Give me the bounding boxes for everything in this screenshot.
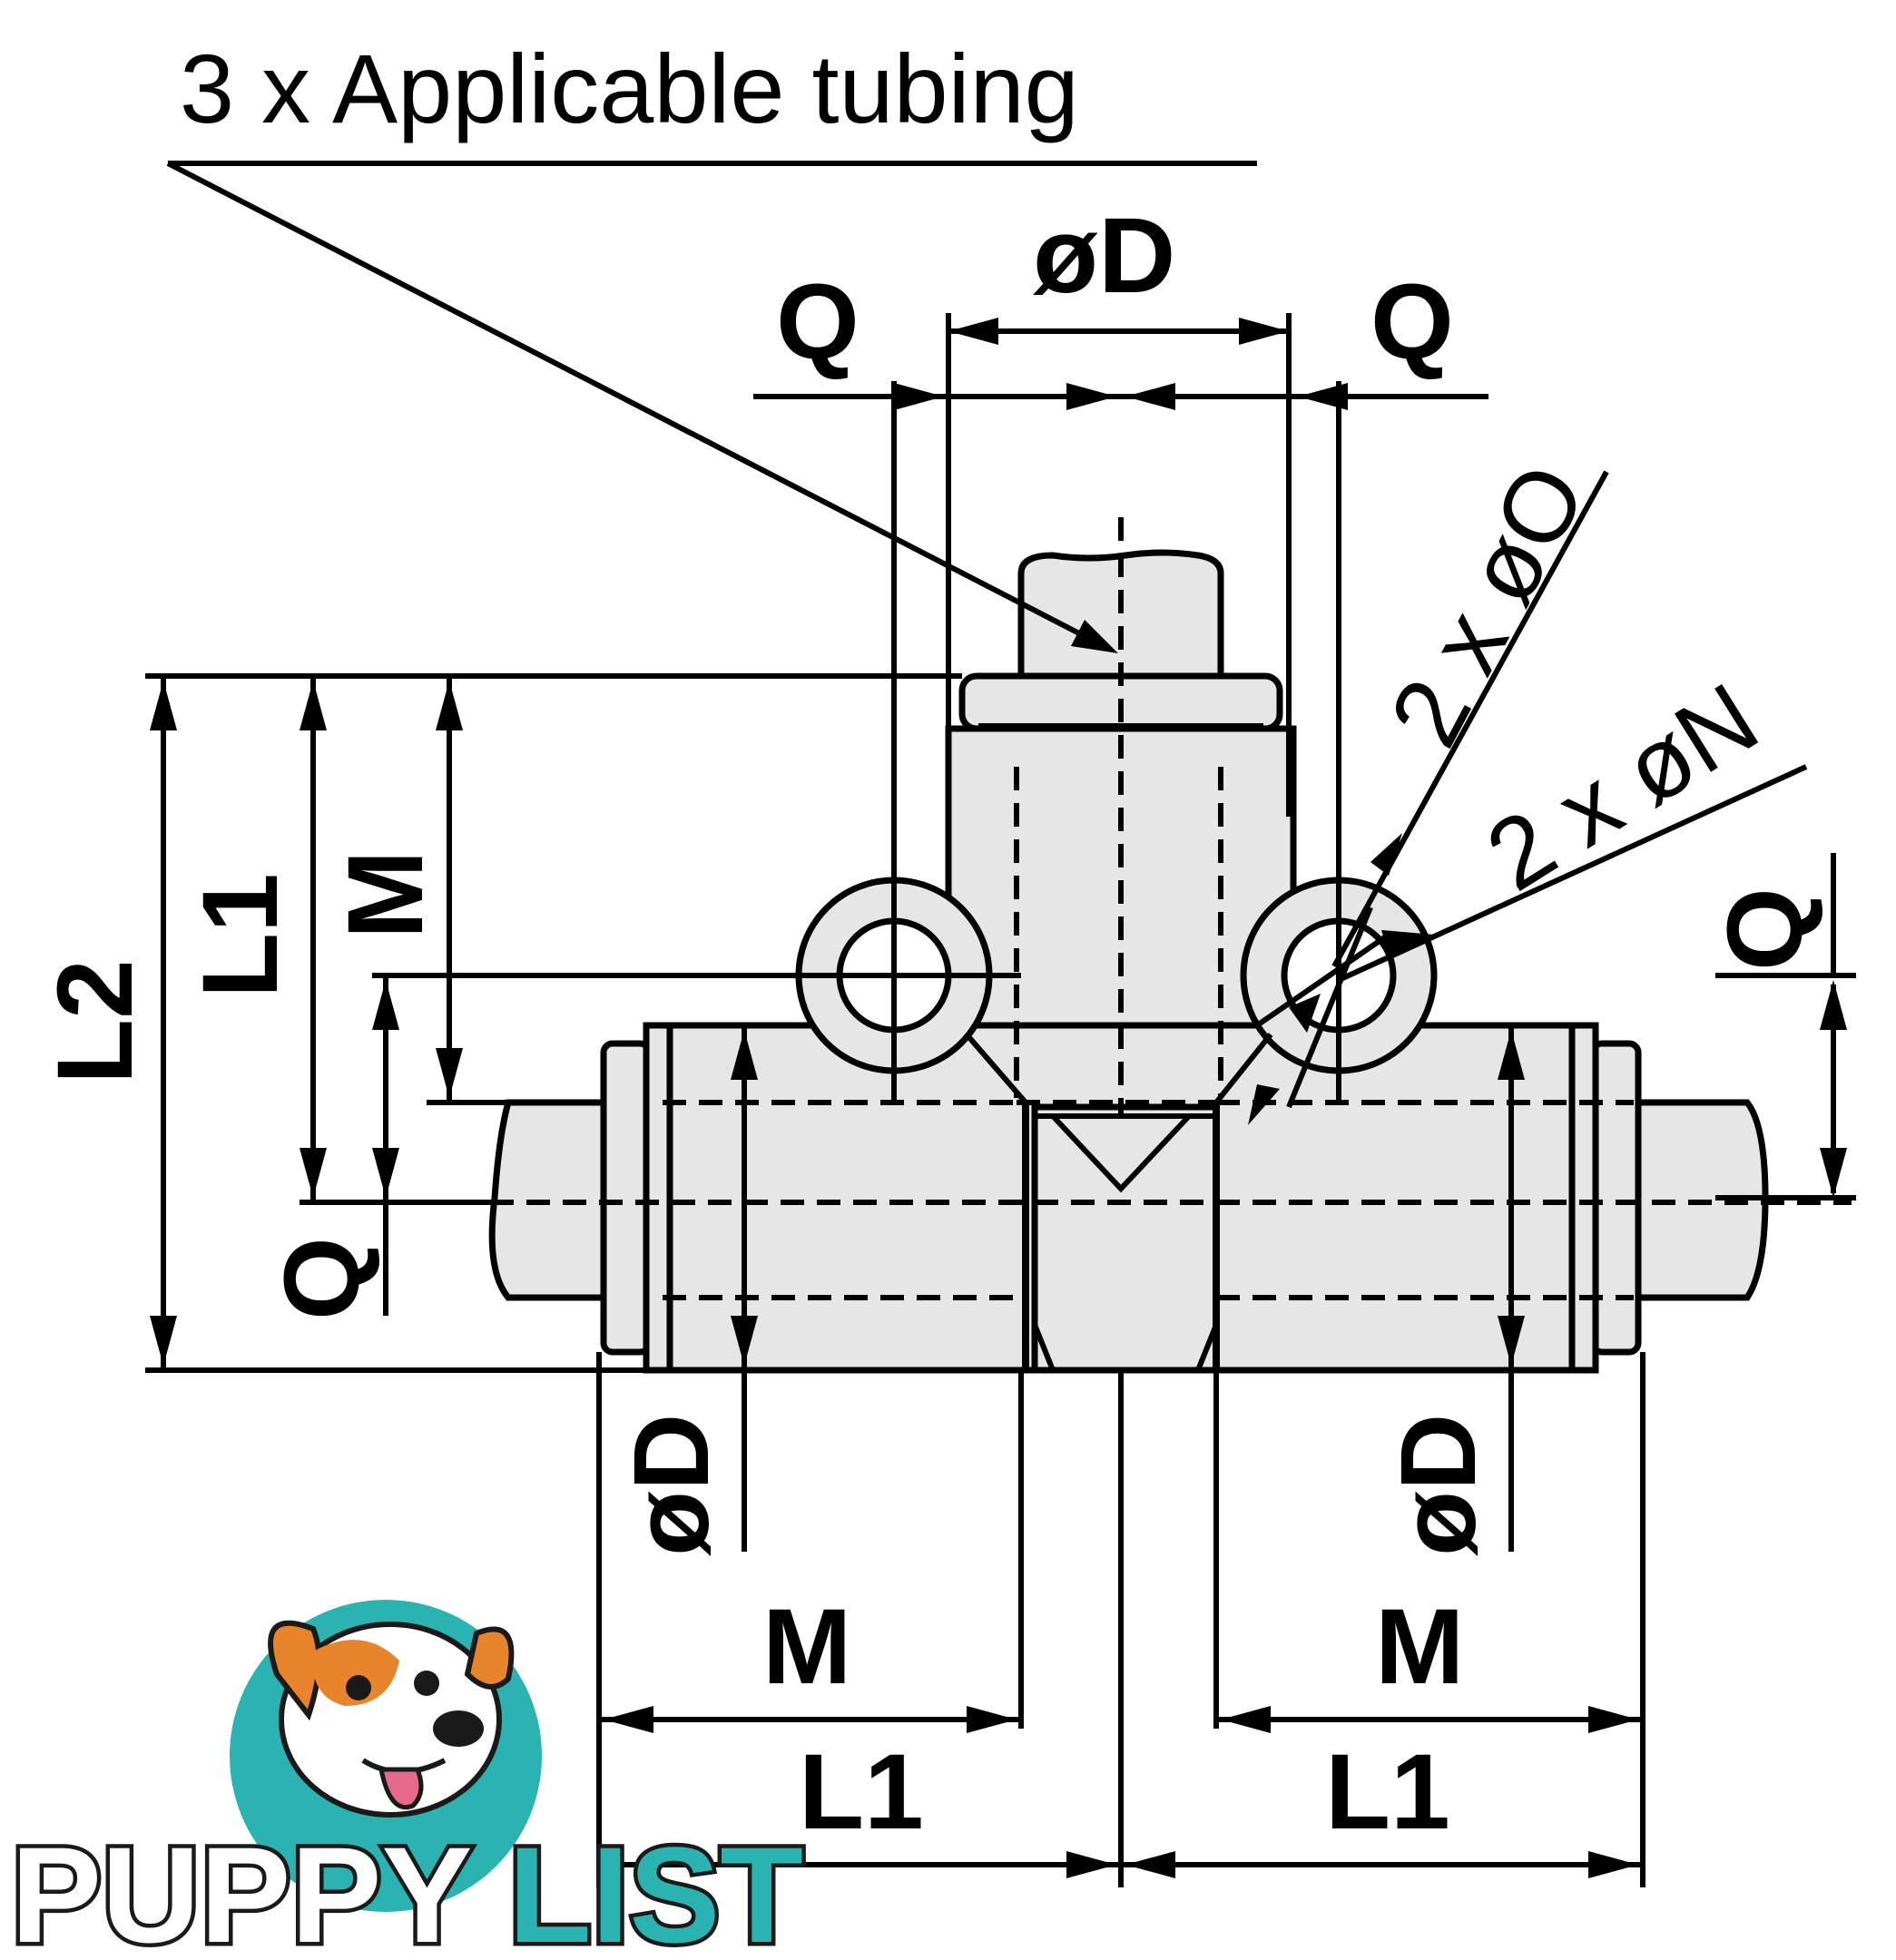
l1-right-label: L1 bbox=[1325, 1732, 1450, 1852]
l1-vertical-label: L1 bbox=[181, 873, 300, 998]
q-right-label: Q bbox=[1705, 887, 1825, 971]
m-left-label: M bbox=[762, 1587, 851, 1707]
logo-word-list: LIST bbox=[508, 1818, 803, 1960]
l1-left-label: L1 bbox=[799, 1732, 924, 1852]
dimension-lines bbox=[145, 161, 1856, 1887]
hidden-lines bbox=[490, 517, 1852, 1372]
hole-n-label: 2 x øN bbox=[1469, 662, 1777, 912]
puppylist-logo: PUPPY LIST bbox=[7, 1600, 807, 1960]
d-right-label: øD bbox=[1379, 1414, 1498, 1556]
q-top-left-label: Q bbox=[776, 262, 860, 382]
d-left-label: øD bbox=[612, 1414, 732, 1556]
logo-word-puppy: PUPPY bbox=[11, 1818, 473, 1960]
q-top-right-label: Q bbox=[1370, 262, 1454, 382]
callout-label: 3 x Applicable tubing bbox=[180, 34, 1079, 143]
top-diameter-label: øD bbox=[1033, 196, 1175, 316]
m-right-label: M bbox=[1375, 1587, 1464, 1707]
q-left-label: Q bbox=[262, 1237, 382, 1320]
hole-o-label: 2 x øO bbox=[1369, 446, 1608, 763]
l2-label: L2 bbox=[35, 959, 155, 1084]
dog-icon bbox=[268, 1620, 515, 1818]
m-vertical-label: M bbox=[326, 850, 446, 939]
